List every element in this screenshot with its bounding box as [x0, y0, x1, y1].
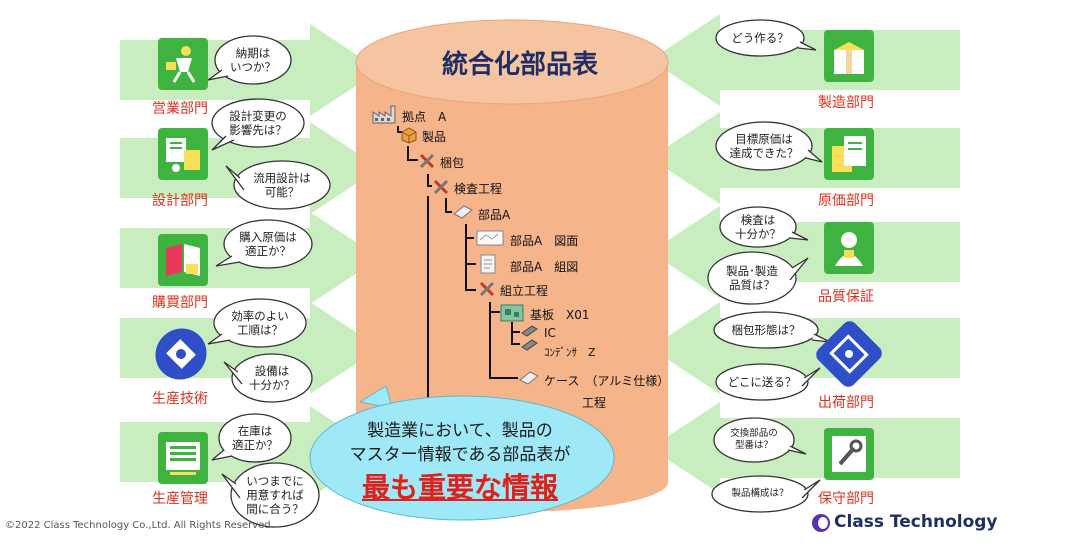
quality-assurance-icon [824, 222, 874, 274]
callout-bubble [309, 385, 615, 521]
maintenance-dept-icon [824, 428, 874, 480]
purchasing-dept-label: 購買部門 [152, 295, 208, 311]
quality-question-inspection: 検査は 十分か？ [735, 213, 781, 241]
part-icon [453, 205, 473, 219]
purchasing-question: 購入原価は 適正か？ [239, 230, 297, 258]
brand-name: Class Technology [834, 512, 998, 532]
tree-item-product: 製品 [422, 130, 447, 144]
tree-item-site-a: 拠点 A [402, 110, 447, 124]
manufacturing-dept-icon [824, 30, 874, 82]
copyright-notice: ©2022 Class Technology Co.,Ltd. All Righ… [5, 520, 274, 531]
manufacturing-question: どう作る？ [731, 31, 789, 45]
production-control-label: 生産管理 [152, 491, 208, 507]
control-question-stock: 在庫は 適正か？ [232, 424, 278, 452]
purchasing-dept-icon [158, 234, 208, 286]
class-technology-logo-icon [812, 514, 830, 532]
shipping-dept-label: 出荷部門 [818, 395, 874, 411]
shipping-question-packing: 梱包形態は？ [731, 323, 801, 337]
design-question-reuse: 流用設計は 可能？ [253, 171, 311, 199]
tools-icon [479, 281, 495, 297]
right-arrows [650, 14, 960, 494]
callout-emphasis: 最も重要な情報 [361, 471, 558, 504]
speech-bubbles [207, 19, 831, 528]
tree-lines [397, 126, 520, 410]
sales-dept-label: 営業部門 [152, 101, 208, 117]
cost-dept-icon [824, 128, 874, 180]
tree-item-process-partial: 工程 [582, 396, 607, 410]
cost-question: 目標原価は 達成できた？ [729, 132, 799, 160]
maintenance-question-part: 交換部品の 型番は？ [730, 428, 778, 451]
tree-item-inspection: 検査工程 [454, 182, 503, 196]
manufacturing-dept-label: 製造部門 [818, 95, 874, 111]
tree-item-part-a-assembly: 部品A 組図 [510, 260, 579, 274]
quality-question-product: 製品･製造 品質は？ [726, 264, 778, 292]
board-icon [500, 304, 524, 322]
design-dept-label: 設計部門 [152, 193, 208, 209]
chip-icon [521, 339, 538, 351]
document-icon [480, 254, 496, 274]
tree-item-board-x01: 基板 X01 [530, 308, 590, 322]
production-engineering-label: 生産技術 [152, 391, 208, 407]
part-icon [519, 371, 539, 385]
bom-title: 統合化部品表 [441, 50, 598, 80]
design-question-change: 設計変更の 影響先は？ [229, 109, 287, 137]
engineering-question-route: 効率のよい 工順は？ [231, 309, 289, 337]
sales-question: 納期は いつか？ [230, 46, 276, 74]
chip-icon [521, 325, 538, 337]
callout-line-1: 製造業において、製品の [367, 421, 553, 441]
tools-icon [419, 153, 435, 169]
cost-dept-label: 原価部門 [818, 193, 874, 209]
factory-icon [372, 105, 396, 124]
quality-assurance-label: 品質保証 [818, 289, 874, 305]
tree-item-case-aluminum: ケース （アルミ仕様） [544, 374, 670, 388]
engineering-question-equipment: 設備は 十分か？ [249, 364, 295, 392]
tree-item-part-a-drawing: 部品A 図面 [510, 234, 579, 248]
production-engineering-icon [144, 317, 218, 391]
control-question-deadline: いつまでに 用意すれば 間に合う？ [246, 474, 304, 516]
tree-item-ic: IC [544, 326, 556, 340]
tree-item-packing: 梱包 [440, 156, 465, 170]
tools-icon [433, 179, 449, 195]
tree-item-part-a: 部品A [478, 208, 511, 222]
maintenance-dept-label: 保守部門 [818, 491, 874, 507]
design-dept-icon [158, 128, 208, 180]
production-control-icon [158, 432, 208, 484]
box-icon [401, 127, 417, 144]
callout-line-2: マスター情報である部品表が [349, 445, 571, 465]
tree-item-capacitor-z: ｺﾝﾃﾞﾝｻ Z [544, 346, 596, 359]
shipping-dept-icon [812, 317, 886, 391]
sales-dept-icon [158, 38, 208, 90]
drawing-icon [476, 230, 504, 246]
maintenance-question-structure: 製品構成は？ [731, 488, 789, 499]
tree-item-assembly-process: 組立工程 [500, 284, 549, 298]
shipping-question-destination: どこに送る？ [727, 375, 797, 389]
